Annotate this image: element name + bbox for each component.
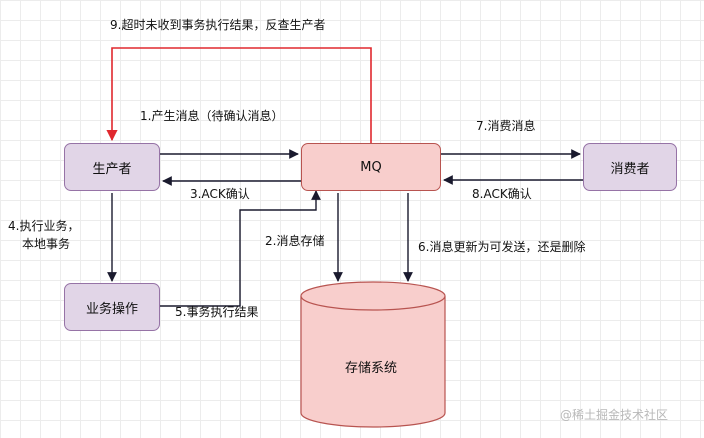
watermark: @稀土掘金技术社区 bbox=[560, 408, 669, 422]
producer-label: 生产者 bbox=[92, 161, 132, 177]
producer-node: 生产者 bbox=[64, 143, 160, 191]
edge-5-label: 5.事务执行结果 bbox=[175, 305, 259, 319]
edge-3-label: 3.ACK确认 bbox=[190, 187, 250, 201]
edge-4-label-line1: 4.执行业务， bbox=[8, 219, 80, 233]
storage-cylinder bbox=[300, 281, 446, 428]
edge-5-arrow bbox=[160, 190, 321, 307]
edge-8-label: 8.ACK确认 bbox=[472, 187, 532, 201]
edge-9-arrow bbox=[106, 47, 372, 143]
business-label: 业务操作 bbox=[85, 301, 138, 317]
edge-2-label: 2.消息存储 bbox=[265, 234, 325, 248]
mq-node: MQ bbox=[301, 143, 441, 191]
consumer-label: 消费者 bbox=[610, 161, 650, 177]
edge-9-label: 9.超时未收到事务执行结果，反查生产者 bbox=[110, 18, 326, 32]
consumer-node: 消费者 bbox=[583, 143, 677, 191]
edge-1-label: 1.产生消息（待确认消息） bbox=[140, 109, 284, 123]
edge-4-label-line2: 本地事务 bbox=[22, 237, 71, 251]
mq-label: MQ bbox=[360, 159, 382, 175]
edge-7-label: 7.消费消息 bbox=[476, 119, 536, 133]
edge-6-label: 6.消息更新为可发送，还是删除 bbox=[418, 240, 586, 254]
business-node: 业务操作 bbox=[64, 283, 160, 331]
storage-label: 存储系统 bbox=[345, 361, 398, 376]
